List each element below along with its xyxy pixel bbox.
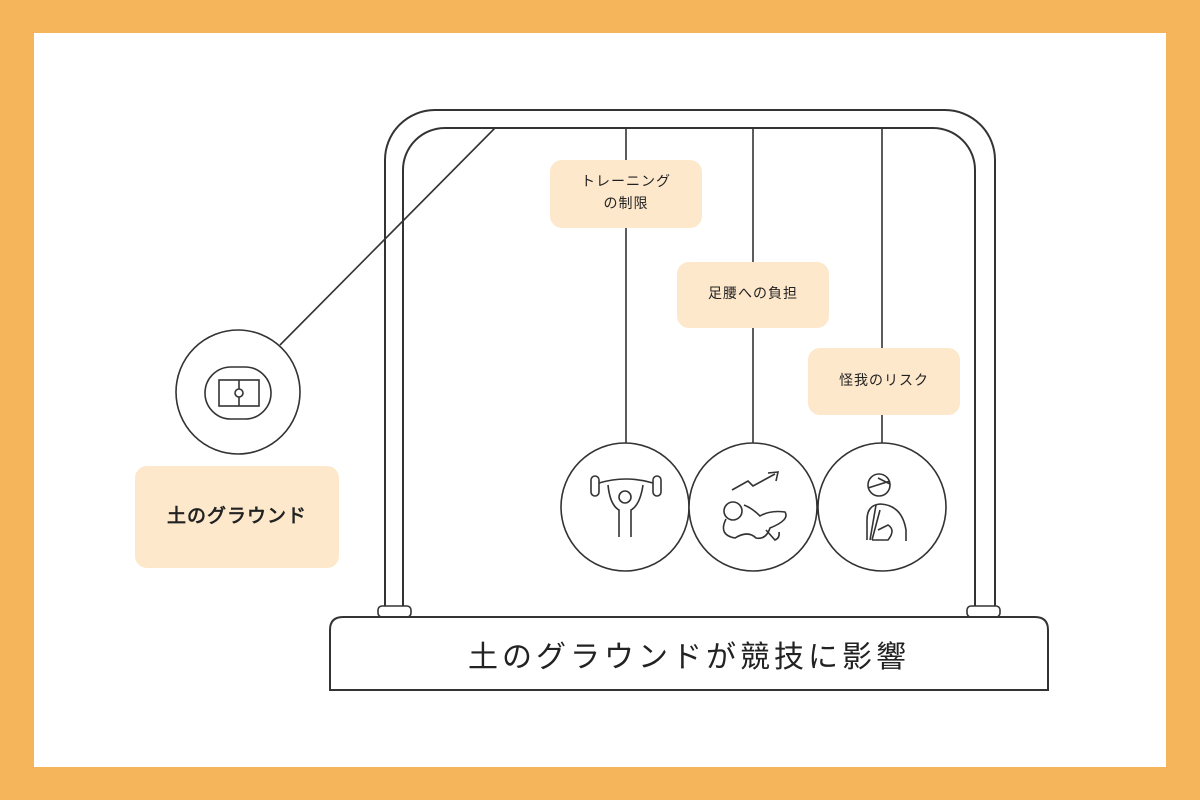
weightlifting-icon: [590, 475, 662, 537]
cradle-base: [329, 616, 1049, 691]
ball-left: [175, 329, 301, 455]
base-caption: 土のグラウンドが競技に影響: [468, 639, 910, 675]
ball-1: [560, 442, 690, 572]
tired-athlete-icon: [722, 471, 787, 541]
injury-icon: [866, 473, 907, 541]
frame-foot-left: [377, 605, 412, 618]
frame-foot-right: [966, 605, 1001, 618]
label-dirt-ground: 土のグラウンド: [135, 466, 339, 568]
soccer-field-icon: [204, 366, 272, 420]
ball-2: [688, 442, 818, 572]
cradle-frame-inner: [402, 127, 976, 612]
string-left: [279, 127, 496, 346]
label-training-limit: トレーニング の制限: [550, 160, 702, 228]
cradle-frame-outer: [384, 109, 996, 612]
label-injury-risk: 怪我のリスク: [808, 348, 960, 415]
ball-3: [817, 442, 947, 572]
label-leg-strain: 足腰への負担: [677, 262, 829, 328]
